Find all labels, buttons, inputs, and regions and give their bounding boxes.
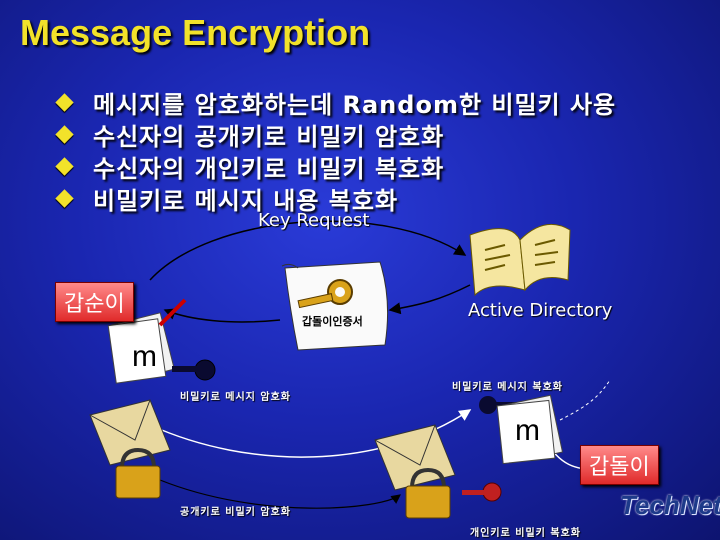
envelope-icon	[90, 400, 170, 465]
receiver-label: 갑돌이	[580, 445, 659, 485]
pen-icon	[160, 300, 185, 325]
certificate-scroll-icon	[282, 262, 388, 350]
key-request-label: Key Request	[258, 210, 369, 231]
message-letter: m	[515, 414, 540, 447]
sender-label: 갑순이	[55, 282, 134, 322]
encrypt-message-label: 비밀키로 메시지 암호화	[180, 388, 291, 403]
red-key-icon	[462, 483, 501, 501]
decrypt-message-label: 비밀키로 메시지 복호화	[452, 378, 563, 393]
dashed-link	[560, 380, 610, 420]
message-letter: m	[132, 340, 157, 373]
active-directory-label: Active Directory	[468, 300, 612, 321]
technet-logo: TechNet	[620, 490, 720, 521]
active-directory-book-icon	[470, 224, 570, 295]
certificate-return-arrow	[390, 285, 470, 310]
decrypted-document-icon: m	[497, 395, 562, 463]
certificate-label: 갑돌이인증서	[302, 314, 363, 328]
decrypt-key-label: 개인키로 비밀키 복호화	[470, 524, 581, 539]
certificate-to-sender-arrow	[165, 310, 280, 322]
encrypt-key-label: 공개키로 비밀키 암호화	[180, 503, 291, 518]
dark-key-icon	[172, 360, 215, 380]
